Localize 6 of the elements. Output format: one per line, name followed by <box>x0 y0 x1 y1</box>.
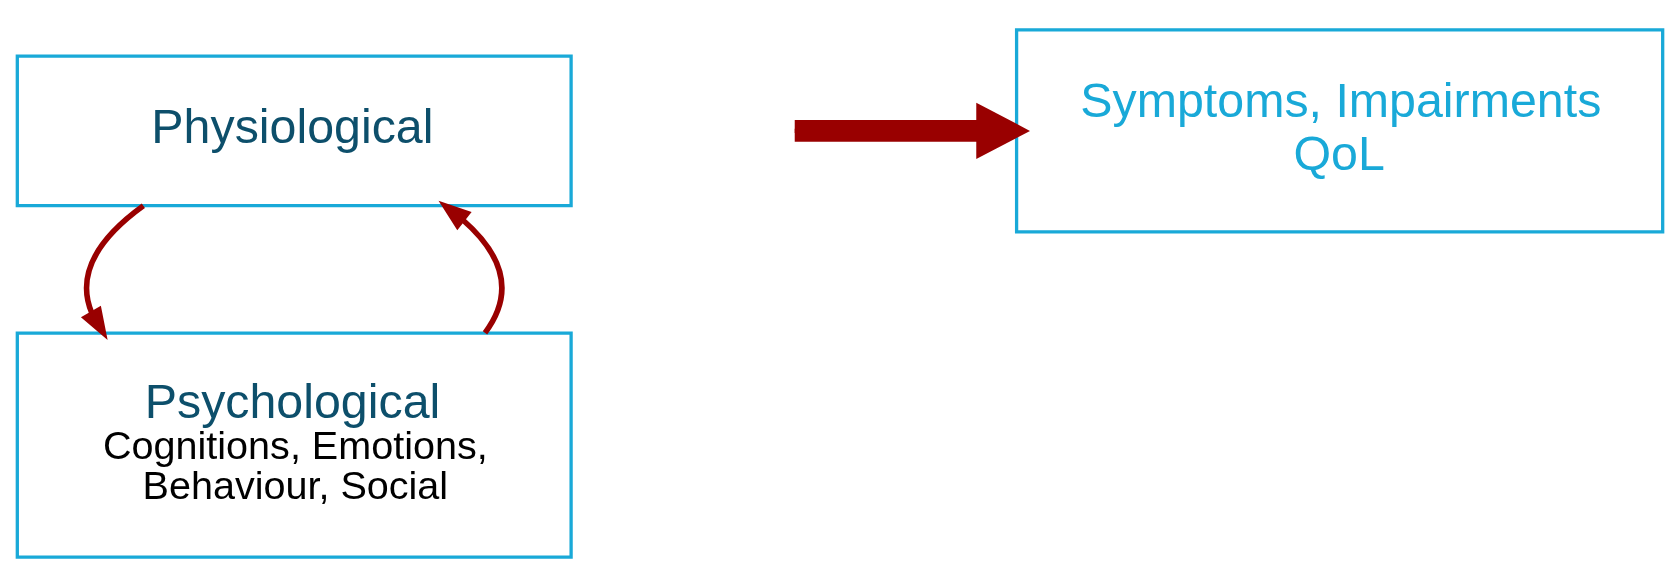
arrow <box>80 203 146 340</box>
arrow <box>438 200 505 335</box>
node-box: Physiological <box>15 54 573 208</box>
node-box: Symptoms, Impairments QoL <box>1014 28 1665 234</box>
node-box: Psychological Cognitions, Emotions, Behaviour, Social <box>15 331 573 559</box>
arrow <box>794 102 1031 160</box>
